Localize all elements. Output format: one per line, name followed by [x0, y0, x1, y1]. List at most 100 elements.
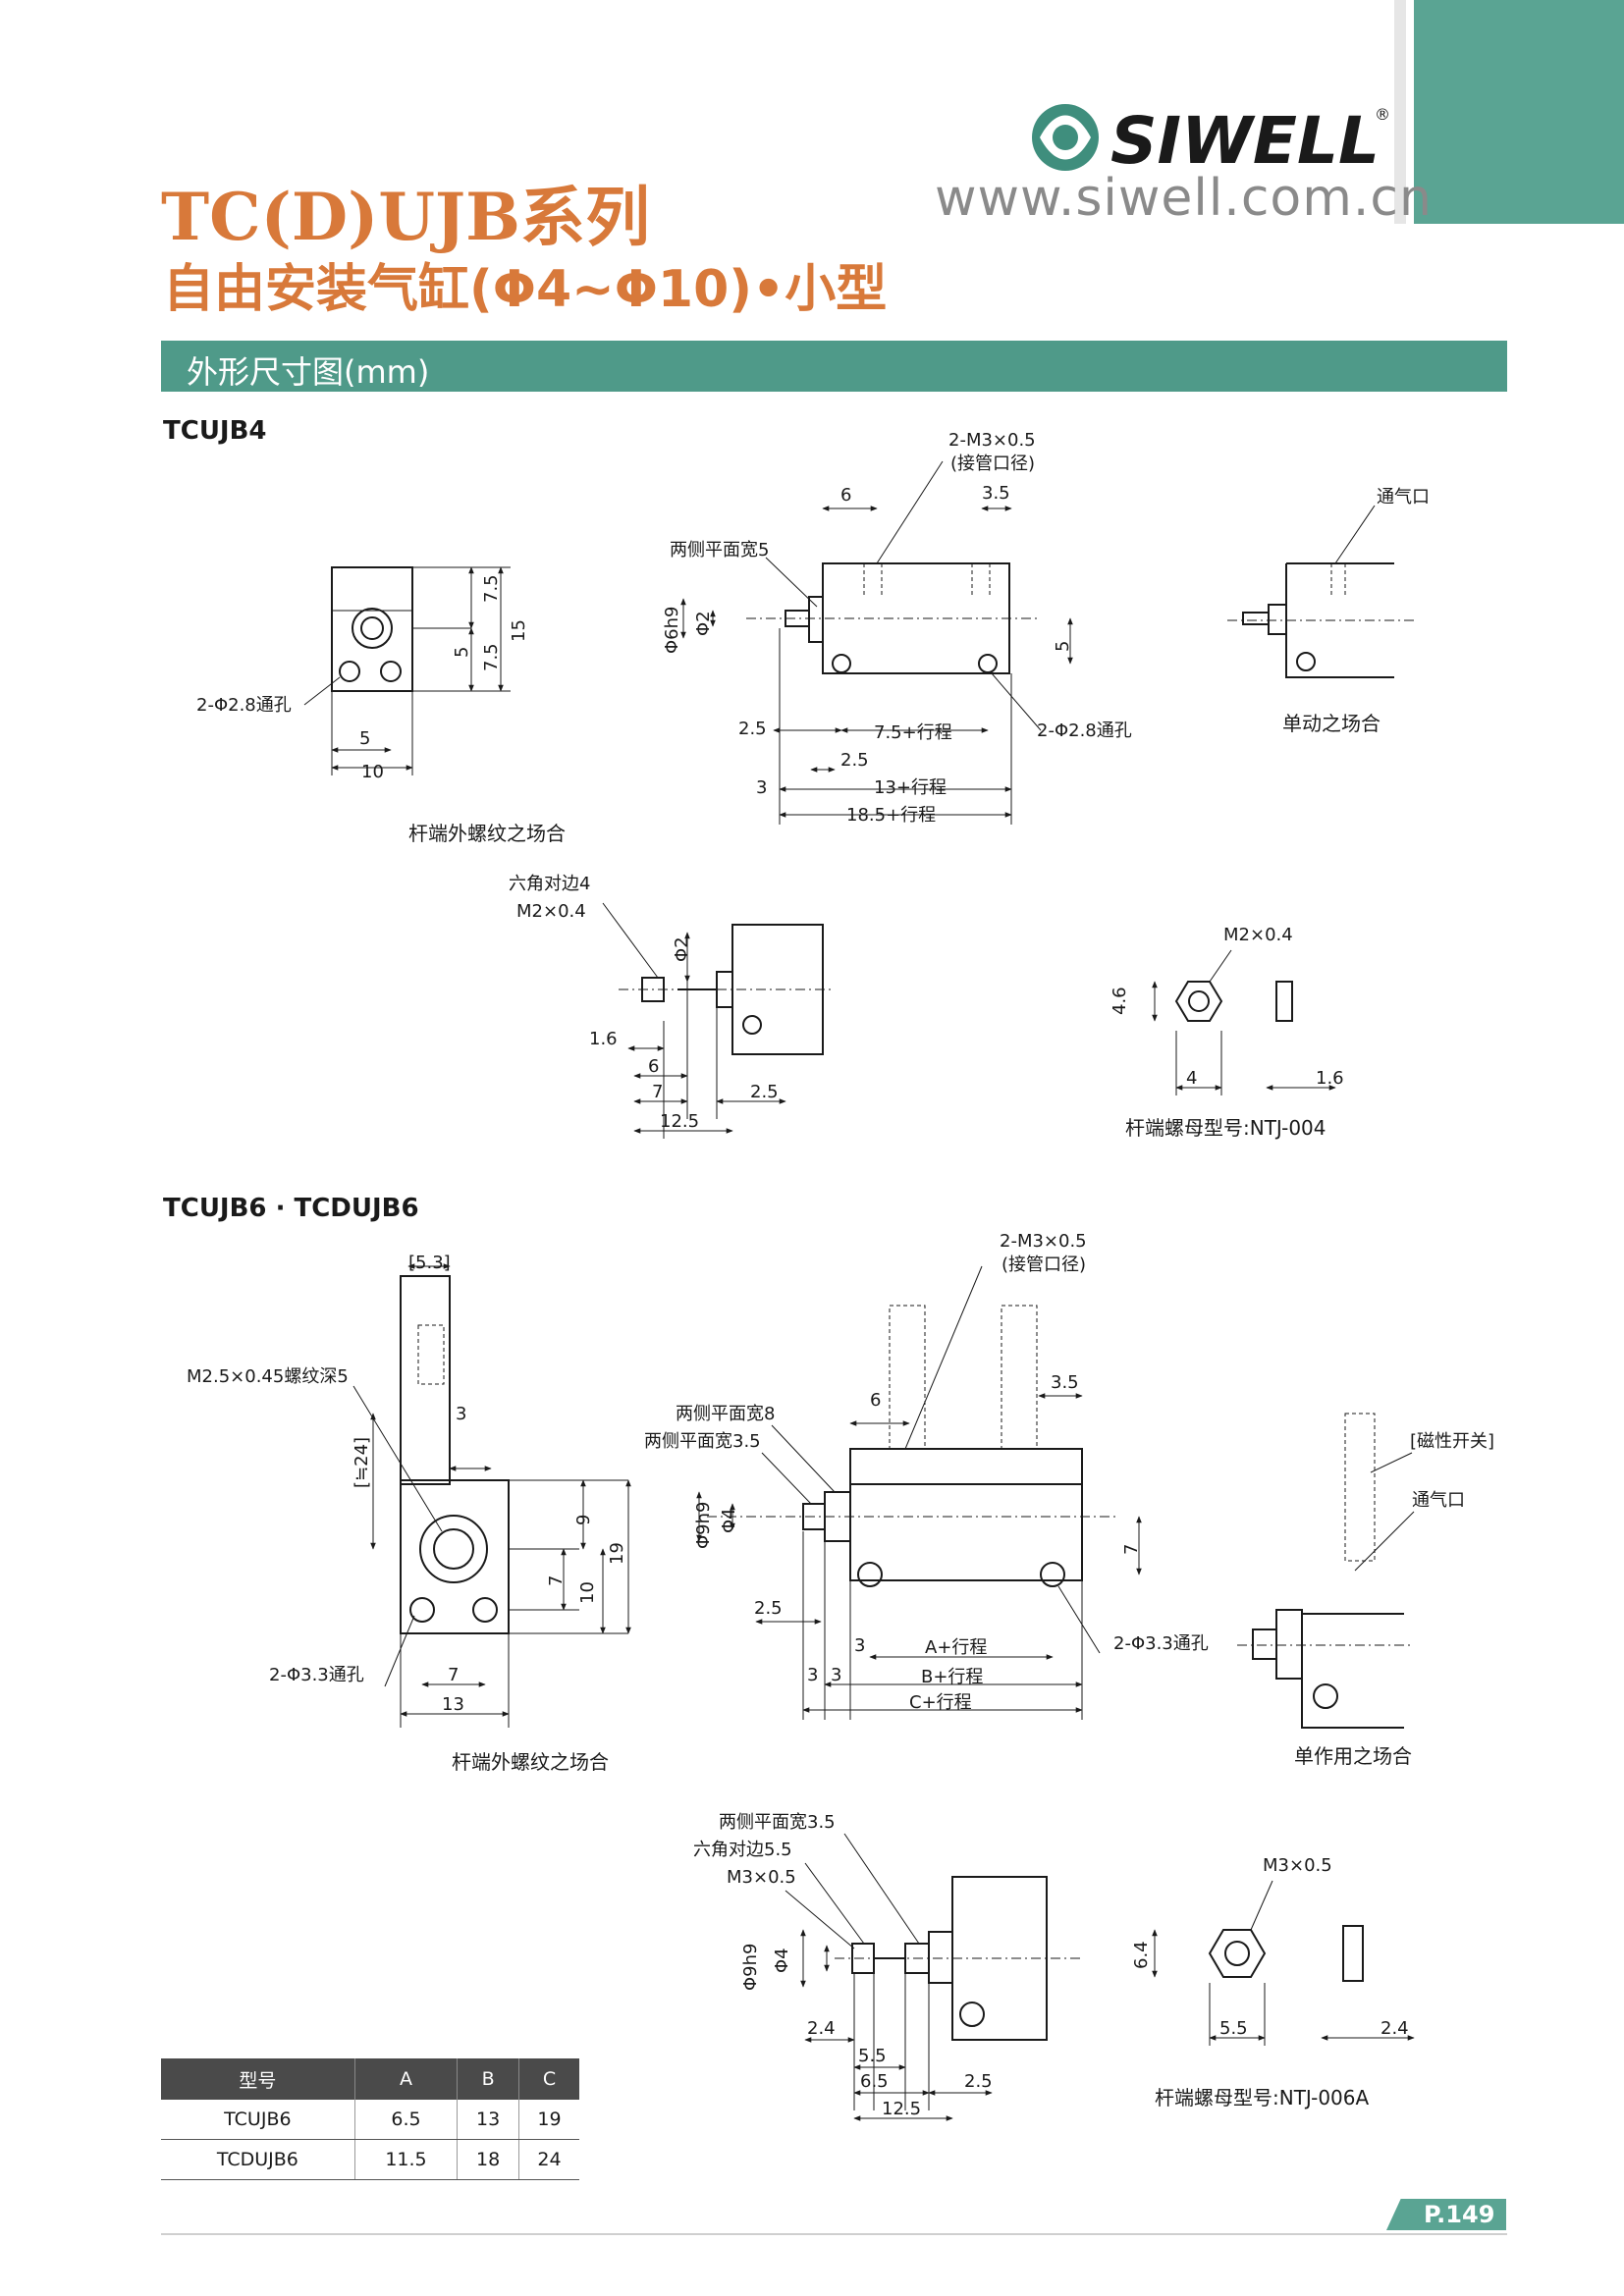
section-title: 外形尺寸图(mm)	[187, 353, 430, 391]
m2-single-caption: 单作用之场合	[1294, 1744, 1412, 1768]
table-cell: 6.5	[354, 2100, 459, 2140]
m1-nut-dim-1: 4	[1186, 1068, 1197, 1089]
model-heading-tcujb6: TCUJB6 · TCDUJB6	[163, 1194, 419, 1223]
tcujb4-single-action-view	[1227, 505, 1414, 678]
table-header-cell: 型号	[161, 2058, 355, 2100]
m2-rod-dim-5: 2.5	[964, 2071, 993, 2092]
m2-side-dim-5: 2.5	[754, 1598, 783, 1619]
m1-rod-dim-3: 7	[652, 1082, 663, 1102]
m1-side-port-note: (接管口径)	[950, 454, 1035, 474]
m2-side-dim-10: 3	[831, 1665, 841, 1685]
footer-rule	[161, 2233, 1507, 2235]
table-row: TCUJB6 6.5 13 19	[161, 2100, 579, 2140]
m1-side-port-label: 2-M3×0.5	[948, 430, 1036, 451]
m2-front-dim-1: 9	[573, 1515, 594, 1525]
m1-side-dim-2: Φ6h9	[662, 607, 682, 654]
page-number-tab	[1386, 2199, 1506, 2230]
registered-mark: ®	[1375, 105, 1389, 124]
m1-rod-hex-label: 六角对边4	[509, 874, 590, 894]
m2-front-top-dim: [5.3]	[408, 1253, 451, 1273]
m2-side-dim-8: 2-Φ3.3通孔	[1113, 1633, 1209, 1654]
m2-nut-dim-0: 6.4	[1131, 1941, 1152, 1969]
m1-side-dim-10: 13+行程	[874, 777, 947, 798]
model-heading-tcujb4: TCUJB4	[163, 416, 267, 446]
m2-side-dim-4: 7	[1121, 1544, 1142, 1555]
corner-strip	[1394, 0, 1406, 224]
m2-rod-flat-label: 两侧平面宽3.5	[719, 1812, 836, 1833]
m1-rod-dim-1: 1.6	[589, 1029, 618, 1049]
tcujb4-front-view	[303, 566, 511, 775]
tcujb4-rod-end-view	[602, 902, 835, 1139]
siwell-logo-icon: SIWELL ®	[1032, 103, 1389, 177]
m2-front-switch-dim: [≒24]	[352, 1437, 372, 1488]
page-number: P.149	[1424, 2201, 1495, 2228]
m2-rod-dim-4: 6.5	[860, 2071, 889, 2092]
section-band	[161, 341, 1507, 392]
table-header-cell: B	[457, 2058, 519, 2100]
tcujb4-nut-view	[1152, 949, 1336, 1095]
tcujb6-front-view	[352, 1263, 631, 1728]
m1-front-dim-4: 5	[359, 728, 370, 749]
m2-front-caption: 杆端外螺纹之场合	[452, 1750, 609, 1774]
m2-front-dim-5: 7	[448, 1665, 459, 1685]
m2-front-hole-label: 2-Φ3.3通孔	[269, 1665, 364, 1685]
m2-front-dim-3: 7	[546, 1575, 567, 1586]
m2-front-dim-6: 13	[442, 1694, 464, 1715]
tcujb4-side-view	[680, 460, 1073, 825]
table-cell: 24	[518, 2139, 579, 2180]
m1-front-caption: 杆端外螺纹之场合	[408, 822, 566, 845]
m1-rod-dim-5: 12.5	[660, 1111, 699, 1132]
brand-url: www.siwell.com.cn	[935, 169, 1433, 228]
m1-front-hole-label: 2-Φ2.8通孔	[196, 695, 292, 716]
m1-side-flat-label: 两侧平面宽5	[670, 540, 769, 561]
m1-nut-thread-label: M2×0.4	[1223, 925, 1293, 945]
table-cell: 18	[457, 2139, 519, 2180]
table-cell: TCUJB6	[161, 2100, 355, 2140]
m1-side-dim-7: 2-Φ2.8通孔	[1037, 721, 1132, 741]
tcujb6-rod-end-view	[785, 1833, 1080, 2121]
m2-side-dim-6: 3	[854, 1635, 865, 1656]
m2-rod-thread-label: M3×0.5	[727, 1867, 796, 1888]
table-cell: 11.5	[354, 2139, 459, 2180]
m1-rod-thread-label: M2×0.4	[516, 901, 586, 922]
series-title: TC(D)UJB系列	[161, 179, 650, 255]
m1-side-dim-5: 2.5	[738, 719, 767, 739]
m1-nut-caption: 杆端螺母型号:NTJ-004	[1125, 1116, 1326, 1140]
m1-front-dim-1: 15	[509, 619, 529, 642]
m2-side-flat35-label: 两侧平面宽3.5	[644, 1431, 761, 1452]
tcujb6-side-view	[696, 1265, 1142, 1720]
m1-side-dim-9: 3	[756, 777, 767, 798]
table-header-row: 型号 A B C	[161, 2058, 579, 2100]
m2-rod-dim-6: 12.5	[882, 2099, 921, 2119]
m1-front-dim-3: 7.5	[481, 643, 502, 671]
m1-rod-dim-2: 6	[648, 1056, 659, 1077]
table-row: TCDUJB6 11.5 18 24	[161, 2139, 579, 2180]
m2-front-thread-label: M2.5×0.45螺纹深5	[187, 1366, 349, 1387]
m1-single-caption: 单动之场合	[1282, 712, 1380, 735]
m1-rod-dim-0: Φ2	[672, 936, 692, 962]
m1-rod-dim-4: 2.5	[750, 1082, 779, 1102]
m2-rod-dim-0: Φ9h9	[740, 1944, 761, 1991]
m1-side-dim-11: 18.5+行程	[846, 805, 936, 826]
table-cell: 13	[457, 2100, 519, 2140]
m1-side-dim-8: 2.5	[840, 750, 869, 771]
m2-single-vent-label: 通气口	[1412, 1490, 1465, 1511]
dimension-table: 型号 A B C TCUJB6 6.5 13 19 TCDUJB6 11.5 1…	[161, 2058, 579, 2180]
corner-color-tab	[1414, 0, 1624, 224]
tcujb6-single-action-view	[1237, 1413, 1415, 1729]
m2-side-dim-1: 3.5	[1051, 1372, 1079, 1393]
m2-rod-dim-2: 2.4	[807, 2018, 836, 2039]
m2-front-dim-0: 3	[456, 1404, 466, 1424]
m2-front-dim-2: 19	[607, 1542, 627, 1565]
m1-front-dim-5: 10	[361, 762, 384, 782]
m1-single-vent-label: 通气口	[1377, 487, 1430, 507]
m2-nut-caption: 杆端螺母型号:NTJ-006A	[1155, 2086, 1369, 2109]
m2-side-dim-7: A+行程	[925, 1637, 987, 1658]
m2-side-flat8-label: 两侧平面宽8	[676, 1404, 775, 1424]
m2-side-port-label: 2-M3×0.5	[1000, 1231, 1087, 1252]
table-cell: TCDUJB6	[161, 2139, 355, 2180]
m1-side-dim-0: 6	[840, 485, 851, 506]
m1-nut-dim-0: 4.6	[1110, 987, 1130, 1015]
m2-nut-dim-2: 2.4	[1380, 2018, 1409, 2039]
